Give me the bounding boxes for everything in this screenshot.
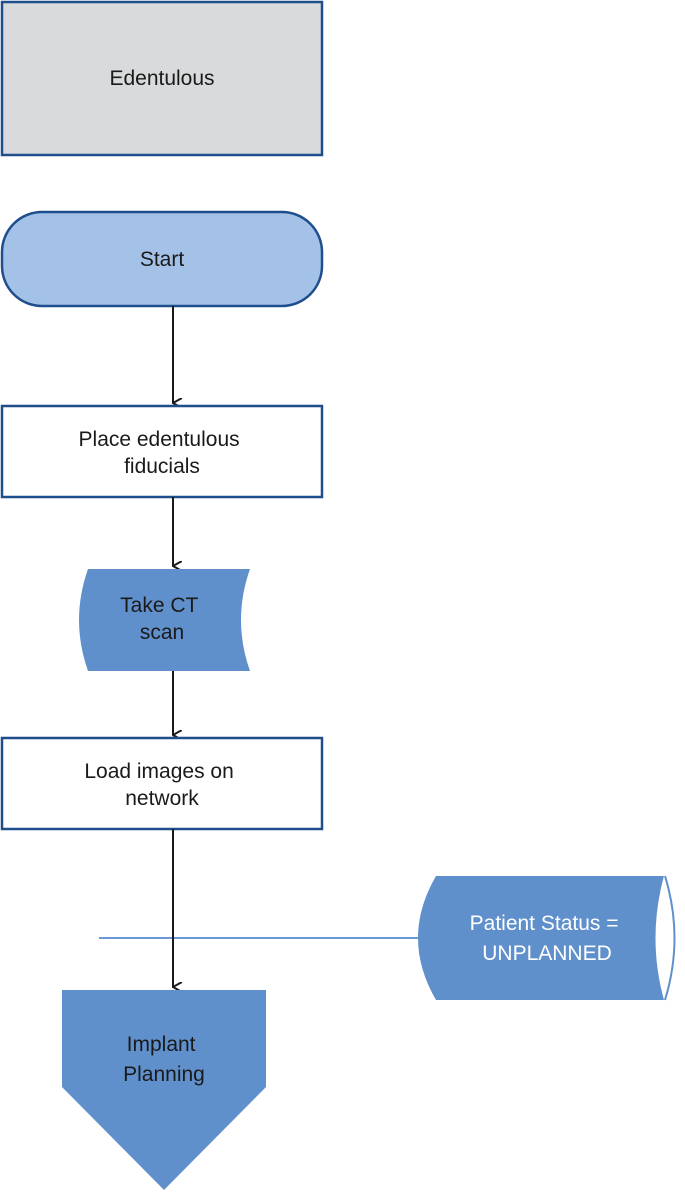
patient-status-label: Patient Status = UNPLANNED	[470, 912, 625, 965]
edentulous-box: Edentulous	[0, 0, 324, 157]
place-fiducials-label: Place edentulous fiducials	[79, 428, 246, 478]
start-label: Start	[140, 248, 185, 271]
ct-scan-label: Take CT scan	[120, 594, 204, 644]
load-images-label: Load images on network	[84, 760, 239, 810]
patient-status-shape: Patient Status = UNPLANNED	[418, 875, 676, 1001]
implant-planning-shape: Implant Planning	[62, 990, 266, 1190]
load-images-box: Load images on network	[0, 736, 324, 831]
start-terminator: Start	[0, 210, 324, 308]
implant-planning-label: Implant Planning	[123, 1033, 205, 1086]
ct-scan-shape: Take CT scan	[79, 569, 250, 671]
edentulous-label: Edentulous	[109, 67, 214, 90]
place-fiducials-box: Place edentulous fiducials	[0, 404, 324, 499]
